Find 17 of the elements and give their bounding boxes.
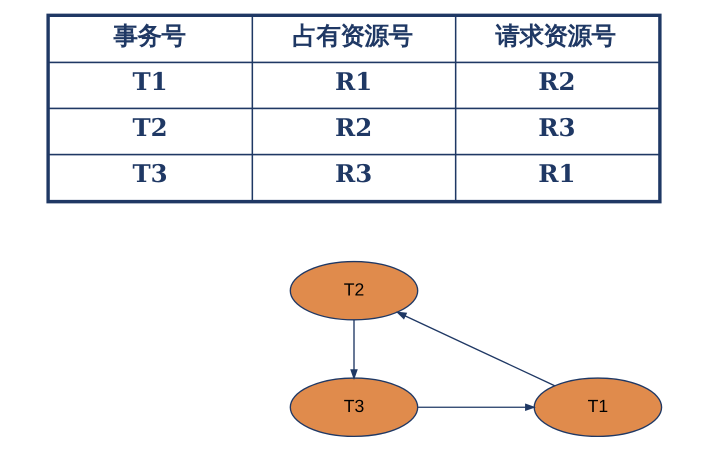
label: T3	[132, 159, 168, 188]
label: 占有资源号	[292, 20, 412, 50]
label: 请求资源号	[495, 20, 616, 50]
label: T1	[132, 67, 168, 96]
arrow	[350, 320, 358, 380]
node-ellipse: T1	[533, 377, 662, 438]
label: R2	[538, 67, 575, 96]
node-ellipse: T3	[289, 377, 418, 438]
arrow	[417, 403, 536, 412]
label: R3	[538, 113, 575, 142]
label: T2	[132, 113, 168, 142]
label: R3	[334, 159, 372, 188]
label: 事务号	[112, 20, 185, 50]
label: R2	[334, 113, 372, 142]
label: R1	[334, 67, 372, 96]
label: R1	[538, 159, 575, 188]
arrow	[395, 312, 554, 386]
